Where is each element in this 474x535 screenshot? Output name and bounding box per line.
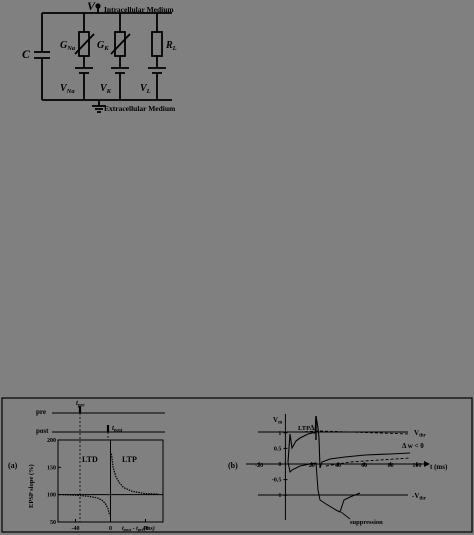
panel-a-ytick-label: 200 (47, 438, 56, 444)
panel-b-xtick-label: 60 (361, 463, 367, 469)
v-k-label: VK (100, 83, 112, 95)
t-pre-label: tpre (76, 399, 85, 409)
delta-w-label: Δ w < 0 (402, 442, 424, 450)
g-na-label: GNa (60, 40, 76, 52)
panel-b-ytick-label: 1 (278, 431, 281, 437)
v-thr-positive-label: Vthr (414, 429, 427, 439)
pre-label: pre (36, 408, 46, 416)
vm-trace-secondary (287, 461, 361, 513)
v-thr-negative-label: -Vthr (412, 492, 427, 502)
r-l-label: RL (165, 40, 177, 52)
panel-a-xtick-label: 0 (109, 526, 112, 532)
panel-a-xtick-label: -40 (72, 526, 80, 532)
panel-b-ytick-label: -0.5 (272, 478, 282, 484)
panel-b-xtick-label: -20 (255, 463, 263, 469)
vm-label: Vm (273, 416, 283, 426)
vm-trace-main (287, 415, 411, 469)
v-na-label: VNa (60, 83, 75, 95)
suppression-label: suppression (350, 519, 383, 526)
panel-a-ylabel: EPSP slope (%) (28, 464, 35, 508)
panel-b: (b) -20 20 40 60 80 100 -1 -0.5 0 0.5 1 Vm LTP Δ V… (228, 414, 448, 526)
panel-b-xlabel: t (ms) (430, 463, 448, 471)
panel-a-ytick-label: 150 (47, 465, 56, 471)
ltd-label: LTD (82, 455, 98, 464)
ltp-marker-label: LTP (298, 425, 310, 432)
panel-a-xlabel: tpost - tpre(ms) (122, 525, 155, 532)
figure-frame (1, 397, 473, 533)
panel-a-ytick-label: 100 (47, 493, 56, 499)
ltp-label: LTP (122, 455, 137, 464)
intracellular-label: Intracellular Medium (104, 5, 174, 14)
panel-a-ltd-curve (62, 494, 111, 516)
k-variable-arrow (110, 33, 131, 55)
v-node-label: V (87, 0, 96, 13)
v-l-label: VL (140, 83, 151, 95)
panel-b-ytick-label: -1 (276, 493, 281, 499)
circuit-diagram (34, 6, 172, 113)
panel-b-label: (b) (228, 461, 238, 470)
panel-b-xtick-label: 20 (309, 463, 315, 469)
v-terminal-node (95, 3, 101, 9)
panel-b-xtick-label: 100 (412, 463, 421, 469)
leak-resistor (151, 31, 163, 57)
extracellular-label: Extracellular Medium (104, 104, 176, 113)
panel-b-ytick-label: 0 (278, 462, 281, 468)
post-label: post (36, 427, 49, 435)
panel-a-xtick-label: 40 (143, 526, 149, 532)
panel-b-ticks: -20 20 40 60 80 100 -1 -0.5 0 0.5 1 (255, 431, 421, 499)
panel-a-ytick-label: 50 (50, 520, 56, 526)
panel-a-ticks: 50 100 150 200 -40 0 40 (47, 438, 149, 532)
panel-b-ytick-label: 0.5 (274, 446, 282, 452)
panel-a-label: (a) (8, 461, 18, 470)
suppression-pointer (340, 511, 351, 520)
delta-label: Δ (310, 424, 315, 432)
g-k-label: GK (97, 40, 109, 52)
panel-b-xtick-label: 80 (388, 463, 394, 469)
vm-trace-dashed (299, 430, 411, 435)
panel-b-x-arrow (424, 461, 430, 467)
vm-trace-dashed-lower (325, 457, 411, 467)
panel-a-ltp-curve (110, 453, 159, 495)
panel-b-xtick-label: 40 (335, 463, 341, 469)
panel-a: pre tpre post tpost (a) EPSP slope (%) 5… (8, 399, 165, 532)
na-variable-arrow (74, 33, 95, 55)
capacitor-label: C (22, 47, 31, 61)
t-post-label: tpost (112, 424, 123, 434)
